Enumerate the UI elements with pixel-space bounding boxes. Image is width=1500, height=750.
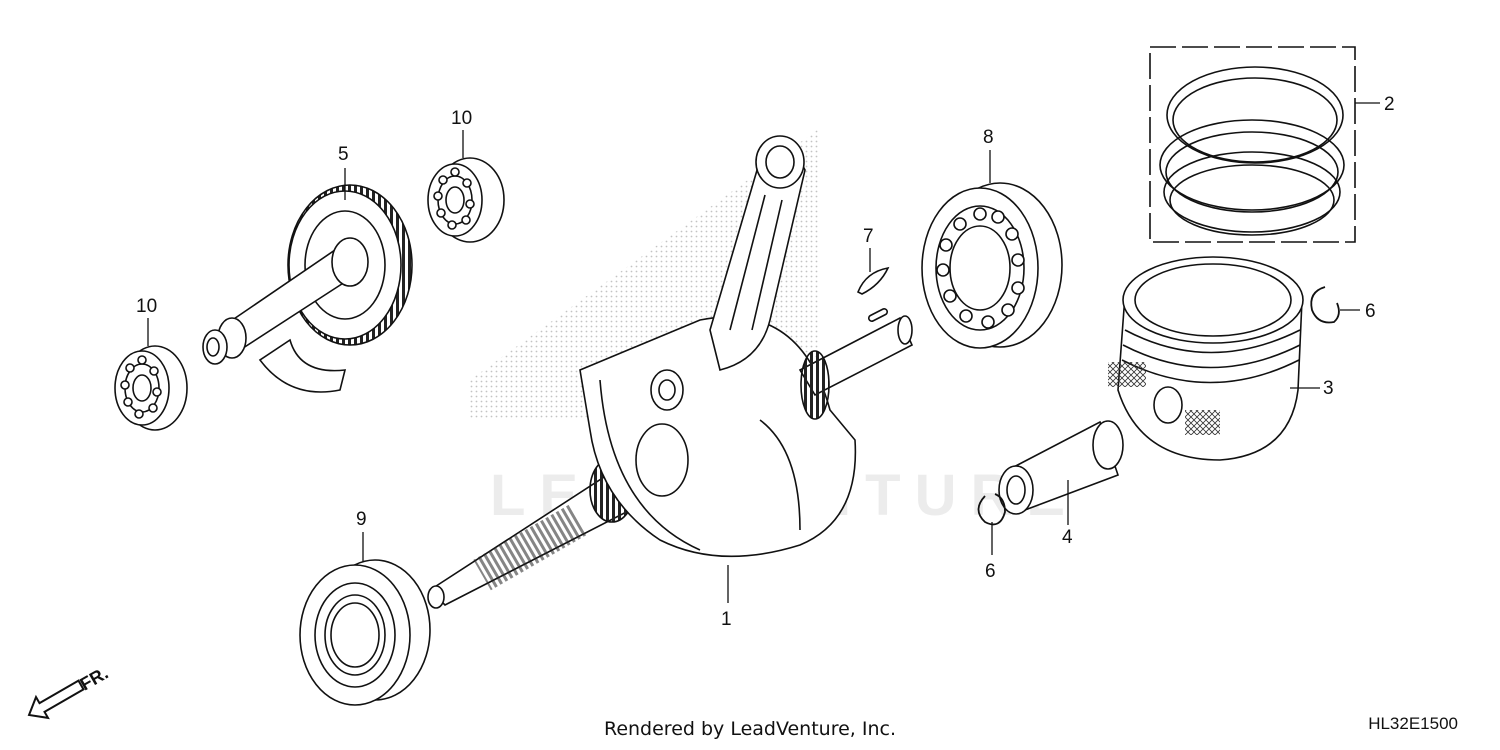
callout-1: 1 xyxy=(721,609,732,630)
callout-10-lower: 10 xyxy=(136,296,157,317)
part-1-crankshaft xyxy=(427,135,914,609)
part-6-clip-left xyxy=(977,493,1006,526)
callout-5: 5 xyxy=(338,144,349,165)
part-10-bearing-upper xyxy=(427,157,505,243)
callouts: 1 2 3 4 5 6 6 7 8 9 10 10 xyxy=(136,94,1395,630)
callout-8: 8 xyxy=(983,127,994,148)
callout-6-right: 6 xyxy=(1365,301,1376,322)
leader-lines xyxy=(147,102,1380,603)
part-3-piston xyxy=(1108,256,1304,461)
part-5-balancer-gear xyxy=(202,184,413,393)
front-arrow: FR. xyxy=(27,663,112,720)
callout-6-left: 6 xyxy=(985,561,996,582)
part-6-clip-right xyxy=(1310,286,1340,324)
callout-7: 7 xyxy=(863,226,874,247)
callout-10-upper: 10 xyxy=(451,108,472,129)
callout-3: 3 xyxy=(1323,378,1334,399)
callout-2: 2 xyxy=(1384,94,1395,115)
diagram-code: HL32E1500 xyxy=(1368,714,1458,733)
part-7-key xyxy=(856,266,890,295)
part-2-piston-rings xyxy=(1149,46,1356,243)
part-9-bearing xyxy=(299,559,431,706)
callout-9: 9 xyxy=(356,509,367,530)
callout-4: 4 xyxy=(1062,527,1073,548)
part-8-bearing xyxy=(921,182,1063,349)
footer-credit: Rendered by LeadVenture, Inc. xyxy=(603,718,897,740)
part-10-bearing-lower xyxy=(114,345,188,431)
part-4-piston-pin xyxy=(998,420,1124,515)
